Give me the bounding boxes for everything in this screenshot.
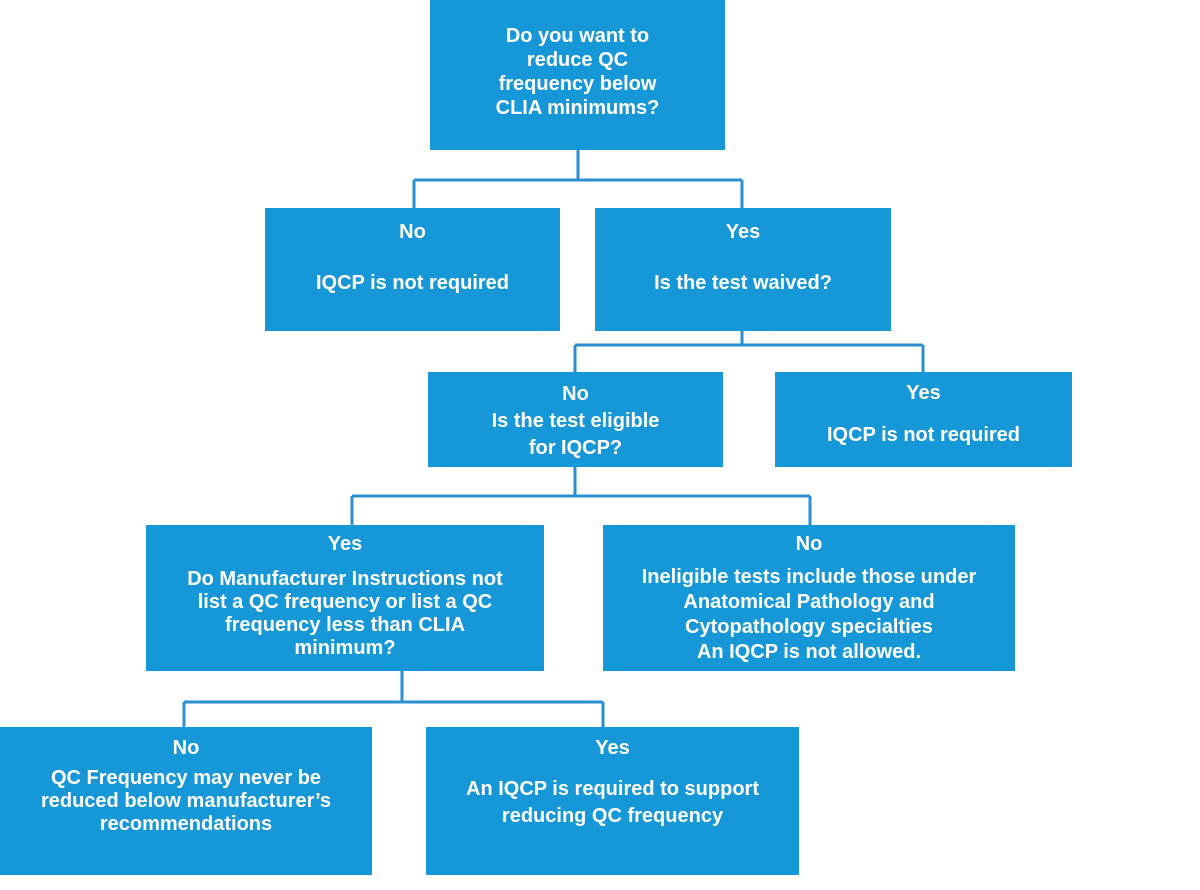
waived-no-box: No Is the test eligible for IQCP? xyxy=(428,372,723,467)
question-root-box: Do you want to reduce QC frequency below… xyxy=(430,0,725,150)
waived-no-text: Is the test eligible for IQCP? xyxy=(491,410,660,459)
reduce-yes-answer: Yes xyxy=(725,221,761,243)
manufacturer-no-text: QC Frequency may never be reduced below … xyxy=(40,767,332,835)
waived-yes-answer: Yes xyxy=(906,382,941,404)
reduce-no-text: IQCP is not required xyxy=(316,272,509,294)
reduce-no-answer: No xyxy=(399,221,426,243)
manufacturer-yes-box: Yes An IQCP is required to support reduc… xyxy=(426,727,799,875)
waived-yes-text: IQCP is not required xyxy=(827,424,1020,446)
reduce-yes-text: Is the test waived? xyxy=(654,272,832,294)
manufacturer-yes-answer: Yes xyxy=(595,737,630,759)
manufacturer-yes-text: An IQCP is required to support reducing … xyxy=(466,778,759,827)
question-root-text: Do you want to reduce QC frequency below… xyxy=(495,25,660,119)
eligible-no-answer: No xyxy=(795,533,823,555)
eligible-no-box: No Ineligible tests include those under … xyxy=(603,525,1015,671)
waived-yes-box: Yes IQCP is not required xyxy=(775,372,1072,467)
manufacturer-no-box: No QC Frequency may never be reduced bel… xyxy=(0,727,372,875)
eligible-yes-box: Yes Do Manufacturer Instructions not lis… xyxy=(146,525,544,671)
waived-no-answer: No xyxy=(562,383,589,405)
eligible-yes-text: Do Manufacturer Instructions not list a … xyxy=(187,568,503,659)
manufacturer-no-answer: No xyxy=(172,737,200,759)
eligible-no-text: Ineligible tests include those under Ana… xyxy=(641,566,977,663)
eligible-yes-answer: Yes xyxy=(327,533,363,555)
reduce-no-box: No IQCP is not required xyxy=(265,208,560,331)
reduce-yes-box: Yes Is the test waived? xyxy=(595,208,891,331)
